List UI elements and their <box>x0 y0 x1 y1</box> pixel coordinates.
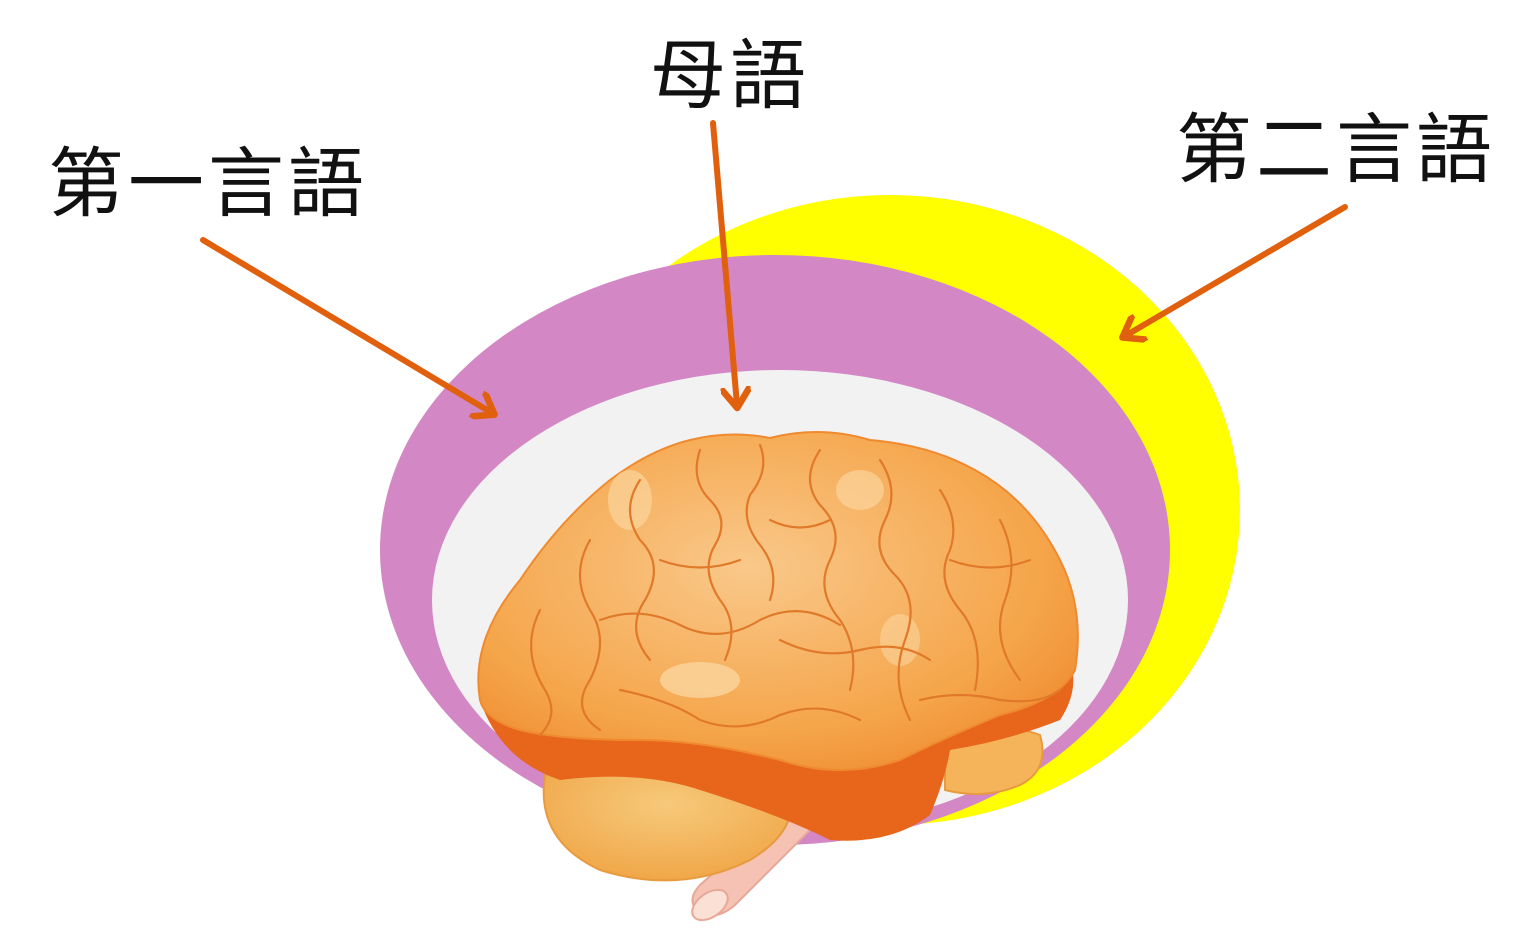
brain-icon <box>477 430 1079 922</box>
first-language-arrow <box>200 237 492 413</box>
second-language-arrow <box>1125 204 1348 336</box>
second-language-label: 第二言語 <box>1176 105 1496 194</box>
brain-stem-end <box>691 888 729 922</box>
mother-tongue-label: 母語 <box>650 31 810 120</box>
brain-shadow <box>480 660 1074 841</box>
brain-highlight <box>660 662 740 698</box>
brain-highlight <box>836 470 884 510</box>
mother-tongue-arrow <box>710 120 737 405</box>
brain-sulci <box>530 443 1062 737</box>
first-language-label: 第一言語 <box>48 139 368 228</box>
